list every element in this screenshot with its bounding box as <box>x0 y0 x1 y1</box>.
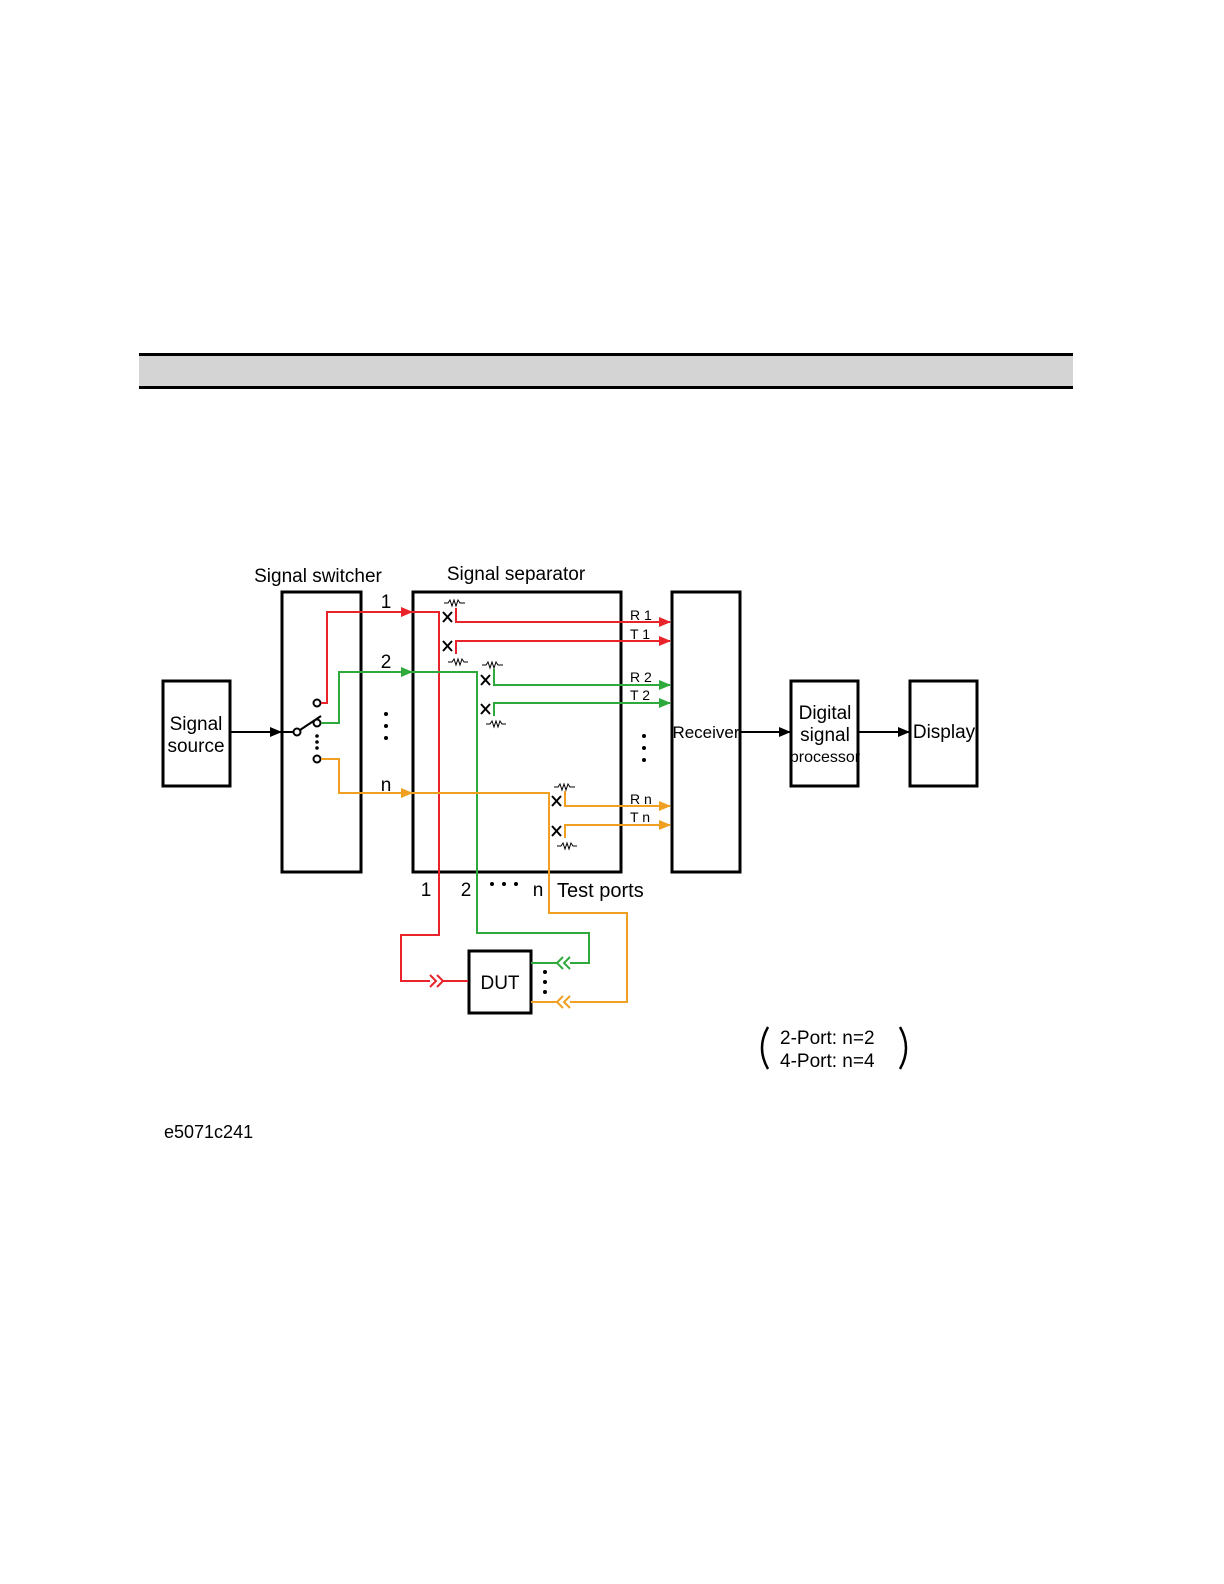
test-port-label-1: 1 <box>421 880 432 901</box>
figure-id: e5071c241 <box>164 1122 253 1143</box>
signal-source-label-2: source <box>167 736 224 757</box>
test-port-labels: 1 2 n Test ports <box>421 880 644 902</box>
receiver-input-t1: T 1 <box>630 626 650 642</box>
note-right-paren <box>900 1027 906 1069</box>
switch-output-label-2: 2 <box>381 652 392 673</box>
dsp-label-3: processor <box>790 749 861 766</box>
note-line-2port: 2-Port: n=2 <box>780 1028 875 1049</box>
note-line-4port: 4-Port: n=4 <box>780 1051 875 1072</box>
dsp-block: Digital signal processor <box>790 681 861 786</box>
receiver-input-labels: R 1 T 1 R 2 T 2 R n T n <box>630 607 652 825</box>
dut-port-ellipsis <box>543 970 547 994</box>
receiver-input-tn: T n <box>630 809 650 825</box>
receiver-input-ellipsis <box>642 734 646 762</box>
display-label: Display <box>913 722 976 743</box>
display-block: Display <box>910 681 977 786</box>
test-port-ellipsis <box>490 882 518 886</box>
port-count-note: 2-Port: n=2 4-Port: n=4 <box>762 1027 906 1072</box>
test-ports-label: Test ports <box>557 880 644 902</box>
signal-switcher-label: Signal switcher <box>254 566 382 587</box>
switch-output-label-1: 1 <box>381 592 392 613</box>
dut-label: DUT <box>480 973 519 994</box>
test-port-label-2: 2 <box>461 880 472 901</box>
receiver-input-r1: R 1 <box>630 607 652 623</box>
receiver-input-t2: T 2 <box>630 687 650 703</box>
signal-separator-label: Signal separator <box>447 564 586 585</box>
receiver-label: Receiver <box>672 723 739 742</box>
receiver-input-r2: R 2 <box>630 669 652 685</box>
test-port-label-n: n <box>533 880 544 901</box>
dsp-label-1: Digital <box>799 703 852 724</box>
note-left-paren <box>762 1027 768 1069</box>
receiver-block: Receiver <box>672 592 740 872</box>
switch-output-ellipsis <box>384 712 388 740</box>
receiver-input-rn: R n <box>630 791 652 807</box>
signal-source-label-1: Signal <box>170 714 223 735</box>
dut-block: DUT <box>469 951 531 1013</box>
signal-source-block: Signal source <box>163 681 230 786</box>
dsp-label-2: signal <box>800 725 850 746</box>
switch-output-label-n: n <box>381 775 392 796</box>
